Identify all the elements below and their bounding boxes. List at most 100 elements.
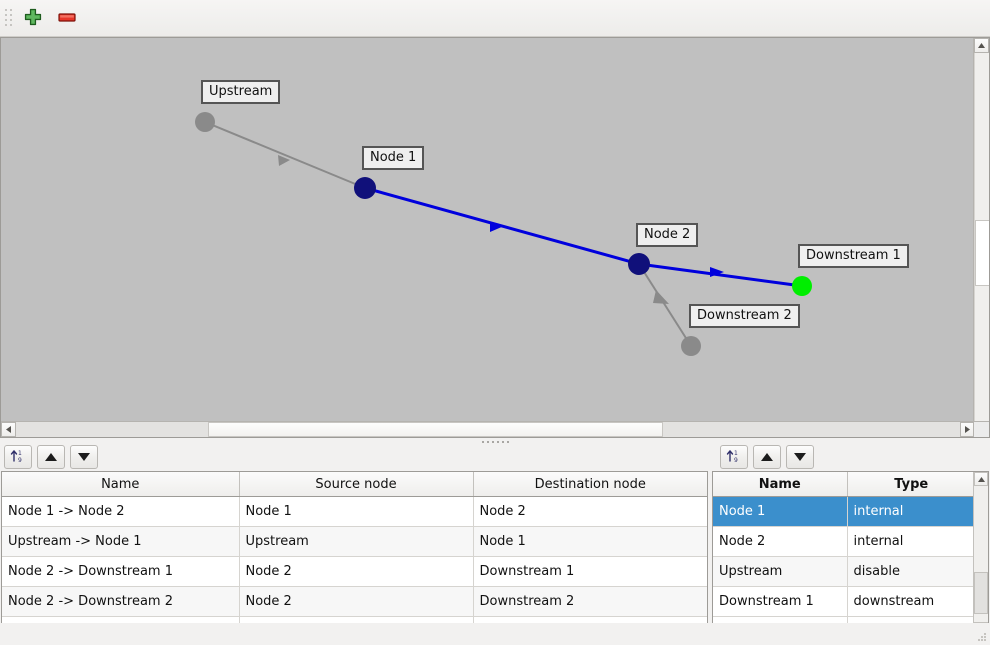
cell-type[interactable]: internal [847, 496, 975, 527]
connections-toolbar: 1 9 [0, 443, 710, 471]
table-header-row: Name Type [713, 472, 975, 497]
sort-icon: 1 9 [726, 448, 742, 467]
svg-text:9: 9 [18, 457, 22, 464]
node-label-upstream[interactable]: Upstream [201, 80, 281, 104]
node-label-downstream1[interactable]: Downstream 1 [798, 244, 909, 268]
window-resize-grip[interactable] [978, 633, 988, 643]
cell-source-node[interactable]: Node 2 [239, 556, 474, 587]
column-header-name[interactable]: Name [713, 472, 848, 497]
connections-table: Name Source node Destination node Node 1… [2, 472, 707, 634]
cell-type[interactable]: downstream [847, 586, 975, 617]
edge-node2-downstream1 [638, 262, 803, 288]
nodes-toolbar: 1 9 [710, 443, 990, 471]
remove-button[interactable] [52, 4, 82, 32]
cell-name[interactable]: Node 2 -> Downstream 2 [2, 586, 240, 617]
nodes-table: Name Type Node 1 internal Node 2 interna… [713, 472, 975, 634]
move-up-button[interactable] [37, 445, 65, 469]
node-label-downstream2[interactable]: Downstream 2 [689, 304, 800, 328]
cell-name[interactable]: Upstream [713, 556, 848, 587]
cell-source-node[interactable]: Node 1 [239, 496, 474, 527]
graph-canvas[interactable]: Upstream Node 1 Node 2 Downstream 1 Down… [0, 37, 990, 438]
table-row[interactable]: Node 2 -> Downstream 1 Node 2 Downstream… [2, 556, 707, 587]
splitter-grip [481, 441, 509, 443]
node-label-node1[interactable]: Node 1 [362, 146, 425, 170]
cell-destination-node[interactable]: Downstream 1 [473, 556, 707, 587]
cell-name[interactable]: Node 1 -> Node 2 [2, 496, 240, 527]
graph-viewport[interactable]: Upstream Node 1 Node 2 Downstream 1 Down… [1, 38, 974, 422]
svg-text:1: 1 [18, 450, 22, 457]
cell-name[interactable]: Node 1 [713, 496, 848, 527]
svg-text:9: 9 [734, 457, 738, 464]
vertical-scroll-track[interactable] [974, 53, 989, 422]
cell-name[interactable]: Node 2 -> Downstream 1 [2, 556, 240, 587]
node-node1[interactable] [354, 177, 376, 199]
panel-splitter[interactable] [0, 438, 990, 446]
add-button[interactable] [18, 4, 48, 32]
arrow-down-icon [793, 450, 807, 465]
connections-table-area[interactable]: Name Source node Destination node Node 1… [1, 471, 708, 637]
table-row[interactable]: Upstream -> Node 1 Upstream Node 1 [2, 526, 707, 557]
scroll-left-icon[interactable] [1, 422, 16, 437]
cell-destination-node[interactable]: Node 2 [473, 496, 707, 527]
cell-name[interactable]: Downstream 1 [713, 586, 848, 617]
connections-panel: 1 9 Name [0, 443, 710, 637]
cell-destination-node[interactable]: Downstream 2 [473, 586, 707, 617]
vertical-scroll-thumb[interactable] [975, 220, 989, 286]
scroll-up-icon[interactable] [974, 472, 988, 486]
arrowhead-node2-downstream1 [710, 267, 724, 277]
cell-name[interactable]: Node 2 [713, 526, 848, 557]
node-downstream1[interactable] [792, 276, 812, 296]
node-label-node2[interactable]: Node 2 [636, 223, 699, 247]
table-row[interactable]: Node 1 internal [713, 496, 975, 527]
cell-type[interactable]: internal [847, 526, 975, 557]
arrow-up-icon [44, 450, 58, 465]
move-down-button[interactable] [70, 445, 98, 469]
arrow-down-icon [77, 450, 91, 465]
edge-upstream-node1 [204, 121, 366, 189]
move-down-button[interactable] [786, 445, 814, 469]
status-bar [0, 623, 990, 645]
minus-icon [56, 7, 78, 30]
graph-edges [204, 121, 803, 347]
toolbar-drag-grip[interactable] [4, 6, 14, 30]
horizontal-scroll-thumb[interactable] [208, 422, 663, 437]
main-toolbar [0, 0, 990, 37]
canvas-horizontal-scrollbar[interactable] [1, 421, 989, 437]
cell-name[interactable]: Upstream -> Node 1 [2, 526, 240, 557]
svg-text:1: 1 [734, 450, 738, 457]
cell-destination-node[interactable]: Node 1 [473, 526, 707, 557]
table-row[interactable]: Downstream 1 downstream [713, 586, 975, 617]
nodes-panel: 1 9 Name [710, 443, 990, 637]
arrowhead-upstream-node1 [278, 155, 290, 166]
plus-icon [23, 7, 43, 30]
column-header-type[interactable]: Type [847, 472, 975, 497]
scroll-up-icon[interactable] [974, 38, 989, 53]
arrowhead-node2-downstream2 [653, 290, 669, 304]
nodes-table-scrollbar[interactable] [973, 472, 988, 636]
table-row[interactable]: Upstream disable [713, 556, 975, 587]
canvas-vertical-scrollbar[interactable] [973, 38, 989, 437]
sort-button[interactable]: 1 9 [4, 445, 32, 469]
cell-type[interactable]: disable [847, 556, 975, 587]
table-row[interactable]: Node 2 -> Downstream 2 Node 2 Downstream… [2, 586, 707, 617]
edge-node2-downstream2 [638, 263, 692, 347]
cell-source-node[interactable]: Upstream [239, 526, 474, 557]
column-header-source-node[interactable]: Source node [239, 472, 474, 497]
column-header-name[interactable]: Name [2, 472, 240, 497]
table-row[interactable]: Node 1 -> Node 2 Node 1 Node 2 [2, 496, 707, 527]
table-header-row: Name Source node Destination node [2, 472, 707, 497]
nodes-scroll-thumb[interactable] [974, 572, 988, 614]
sort-icon: 1 9 [10, 448, 26, 467]
table-row[interactable]: Node 2 internal [713, 526, 975, 557]
cell-source-node[interactable]: Node 2 [239, 586, 474, 617]
arrowhead-node1-node2 [490, 222, 504, 232]
node-node2[interactable] [628, 253, 650, 275]
node-downstream2[interactable] [681, 336, 701, 356]
nodes-table-area[interactable]: Name Type Node 1 internal Node 2 interna… [712, 471, 989, 637]
move-up-button[interactable] [753, 445, 781, 469]
arrow-up-icon [760, 450, 774, 465]
column-header-destination-node[interactable]: Destination node [473, 472, 707, 497]
node-upstream[interactable] [195, 112, 215, 132]
sort-button[interactable]: 1 9 [720, 445, 748, 469]
